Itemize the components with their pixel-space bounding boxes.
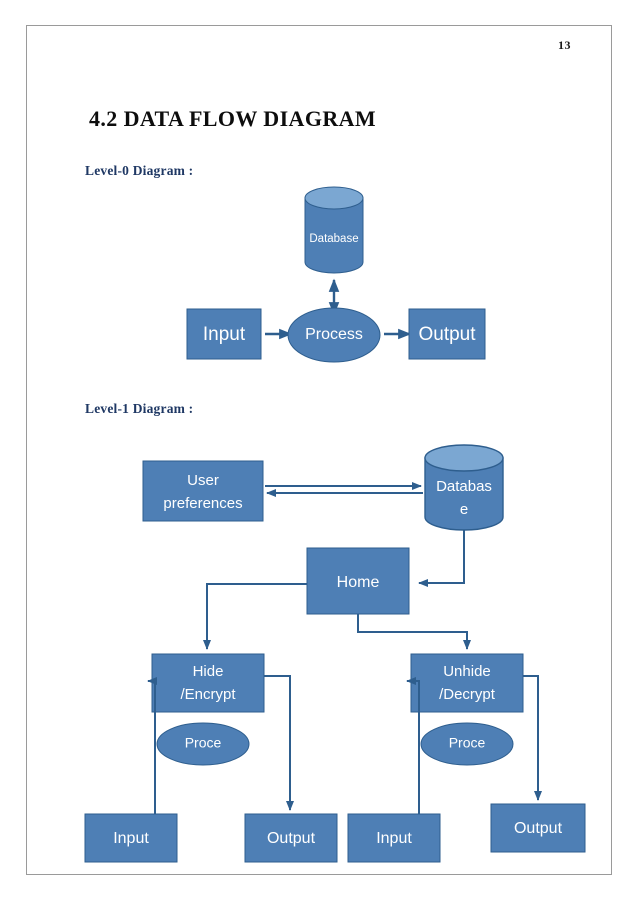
l1-home-label: Home [337,574,380,591]
l1-cylinder-body [424,457,504,531]
l1-output-right-label: Output [514,820,563,837]
level-0-label: Level-0 Diagram : [85,163,194,178]
page-number: 13 [558,38,571,52]
l1-input-right-label: Input [376,830,412,847]
l0-process-ellipse [287,307,381,363]
l1-cylinder-top [424,444,504,472]
l1-user-preferences-label-line1: User [187,472,219,489]
l1-database-node[interactable]: Databas e [424,444,504,531]
edge-unhide-decrypt-to-output-right [523,675,542,801]
l1-hide-encrypt-label-line2: /Encrypt [180,686,236,703]
l0-input-label: Input [203,324,246,345]
l0-output-box [408,308,486,360]
l1-home-node[interactable]: Home [306,547,410,615]
l0-process-label: Process [305,326,363,343]
l1-unhide-decrypt-box [410,653,524,713]
cylinder-top [304,186,364,210]
edge-home-to-hide-encrypt [203,583,307,650]
l1-hide-encrypt-box [151,653,265,713]
edge-home-to-unhide-decrypt [357,614,471,650]
l1-output-left-node[interactable]: Output [244,813,338,863]
l1-process-left-node[interactable]: Proce [156,722,250,766]
edge-input-right-to-unhide-decrypt [406,677,420,814]
l0-output-label: Output [418,324,476,345]
l1-process-left-label: Proce [185,735,222,751]
l1-input-right-box [347,813,441,863]
l1-user-preferences-label-line2: preferences [163,495,242,512]
l1-process-right-ellipse [420,722,514,766]
l1-unhide-decrypt-node[interactable]: Unhide /Decrypt [410,653,524,713]
l1-unhide-decrypt-label-line2: /Decrypt [439,686,496,703]
l1-input-left-node[interactable]: Input [84,813,178,863]
l1-output-left-box [244,813,338,863]
l0-input-box [186,308,262,360]
l1-output-right-box [490,803,586,853]
edge-database-to-home [418,530,465,587]
l1-output-right-node[interactable]: Output [490,803,586,853]
l1-user-preferences-node[interactable]: User preferences [142,460,264,522]
cylinder-body [304,197,364,274]
l1-database-label-line1: Databas [436,478,492,495]
l0-output-node[interactable]: Output [408,308,486,360]
l1-output-left-label: Output [267,830,316,847]
l1-input-left-box [84,813,178,863]
l0-input-node[interactable]: Input [186,308,262,360]
l1-input-right-node[interactable]: Input [347,813,441,863]
l1-process-left-ellipse [156,722,250,766]
l1-unhide-decrypt-label-line1: Unhide [443,663,491,680]
document-page: 13 4.2 DATA FLOW DIAGRAM Level-0 Diagram… [26,25,612,875]
l1-process-right-label: Proce [449,735,486,751]
l0-process-node[interactable]: Process [287,307,381,363]
l0-database-label: Database [309,233,358,245]
level-1-diagram: User preferences Databas e Home Hide [84,444,586,863]
level-0-diagram: Database Input Process Output [186,186,486,363]
page-title: 4.2 DATA FLOW DIAGRAM [89,106,377,131]
l1-database-label-line2: e [460,501,468,518]
level-1-label: Level-1 Diagram : [85,401,194,416]
l1-home-box [306,547,410,615]
l1-process-right-node[interactable]: Proce [420,722,514,766]
l1-hide-encrypt-node[interactable]: Hide /Encrypt [151,653,265,713]
l1-input-left-label: Input [113,830,149,847]
edge-input-left-to-hide-encrypt [147,677,157,814]
l1-hide-encrypt-label-line1: Hide [193,663,224,680]
l0-database-node[interactable]: Database [304,186,364,274]
l1-user-preferences-box [142,460,264,522]
edge-hide-encrypt-to-output-left [264,675,294,811]
